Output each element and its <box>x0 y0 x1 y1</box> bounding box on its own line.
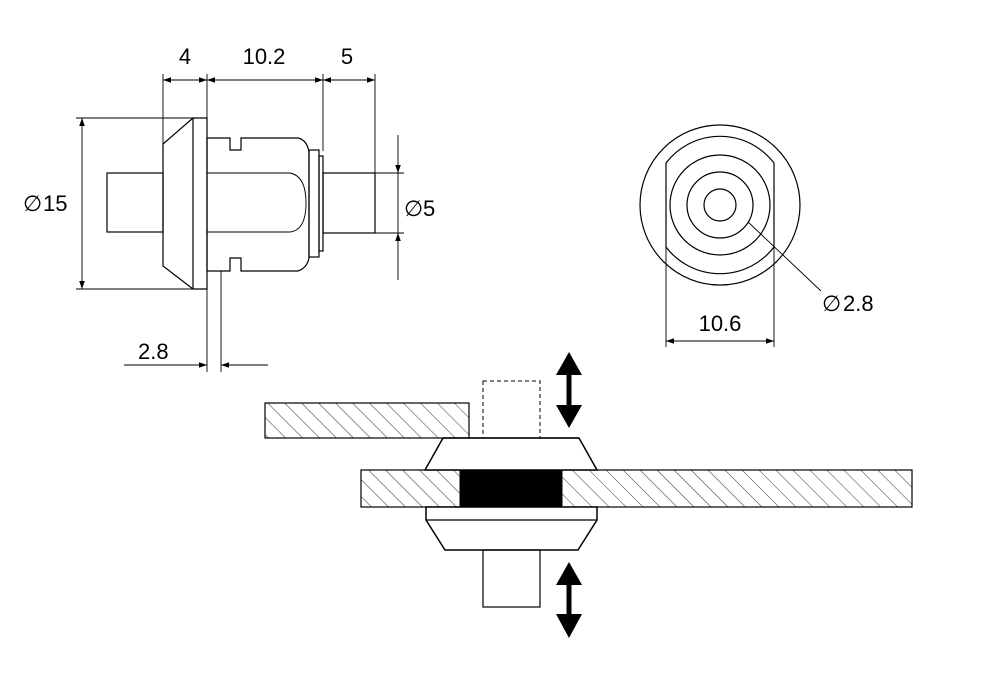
plunger-left <box>106 172 164 233</box>
installation-view <box>264 352 913 638</box>
plunger-bottom <box>482 549 541 608</box>
front-view: 10.6 ∅ 2.8 <box>639 124 874 347</box>
center-hole <box>703 188 737 222</box>
diameter-symbol: ∅ <box>23 191 42 216</box>
side-view: 4 10.2 5 ∅ 15 ∅ 5 2.8 <box>23 44 435 372</box>
body-in-panel <box>459 469 563 508</box>
flange-top <box>423 437 599 471</box>
upper-plate <box>264 402 470 439</box>
nut-bottom <box>425 506 598 551</box>
double-arrow-icon <box>556 562 582 638</box>
diameter-symbol: ∅ <box>404 196 423 221</box>
mounting-panel <box>360 469 913 508</box>
dim-hole-diameter: 2.8 <box>843 291 874 316</box>
body <box>206 137 310 272</box>
double-arrow-icon <box>556 352 582 428</box>
diameter-symbol: ∅ <box>822 291 841 316</box>
plunger-right <box>322 172 376 234</box>
plunger-dashed <box>482 380 541 439</box>
dim-flange-width: 4 <box>179 44 191 69</box>
outer-circle <box>639 124 801 286</box>
inner-plunger <box>207 172 307 233</box>
dim-body-length: 10.2 <box>243 44 286 69</box>
dim-plunger-diameter: 5 <box>423 196 435 221</box>
dim-slot-width: 2.8 <box>138 339 169 364</box>
dim-flat-width: 10.6 <box>699 311 742 336</box>
collar <box>308 149 320 258</box>
flat-profile <box>665 135 775 275</box>
flange <box>162 117 208 290</box>
dim-collar-length: 5 <box>341 44 353 69</box>
dim-flange-diameter: 15 <box>43 191 67 216</box>
